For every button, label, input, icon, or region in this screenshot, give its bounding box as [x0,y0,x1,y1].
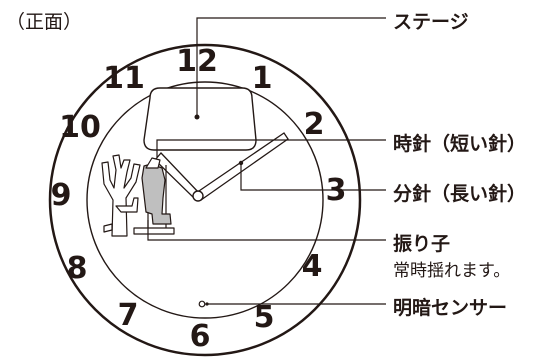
numeral-10: 10 [59,110,101,145]
figure-hat [145,157,161,169]
callout-hour-hand: 時針（短い針） [393,133,527,155]
numeral-6: 6 [190,319,211,354]
leader-minute-hand [240,163,386,191]
numeral-7: 7 [118,298,139,333]
leader-lines [147,17,386,305]
tree-branch [115,197,139,213]
tree-trunk [101,154,141,237]
light-sensor-ring [198,300,206,308]
leader-stage [196,17,386,117]
light-sensor [198,300,209,308]
numeral-8: 8 [67,251,88,286]
numeral-2: 2 [304,107,325,142]
numeral-9: 9 [51,178,72,213]
pendulum-figure [133,157,175,235]
numeral-5: 5 [254,300,275,335]
callout-light-sensor: 明暗センサー [393,297,508,319]
leader-hour-hand [156,139,386,157]
numeral-1: 1 [252,61,273,96]
view-label: （正面） [6,11,83,33]
clock-numerals: 12 1 2 3 4 5 6 7 8 9 10 11 [51,44,347,354]
callout-minute-hand: 分針（長い針） [393,183,527,205]
clock-hands [154,132,289,202]
swing-seat [133,227,175,235]
callout-stage: ステージ [393,11,469,33]
stage-window [143,87,257,151]
pendulum-tree [101,154,141,237]
callout-pendulum-note: 常時揺れます。 [393,261,511,281]
numeral-4: 4 [302,249,323,284]
callout-pendulum: 振り子 [393,233,451,255]
hand-pivot [192,190,204,202]
numeral-11: 11 [103,61,145,96]
tree-branch-left [103,223,113,233]
leader-pendulum [147,220,386,241]
